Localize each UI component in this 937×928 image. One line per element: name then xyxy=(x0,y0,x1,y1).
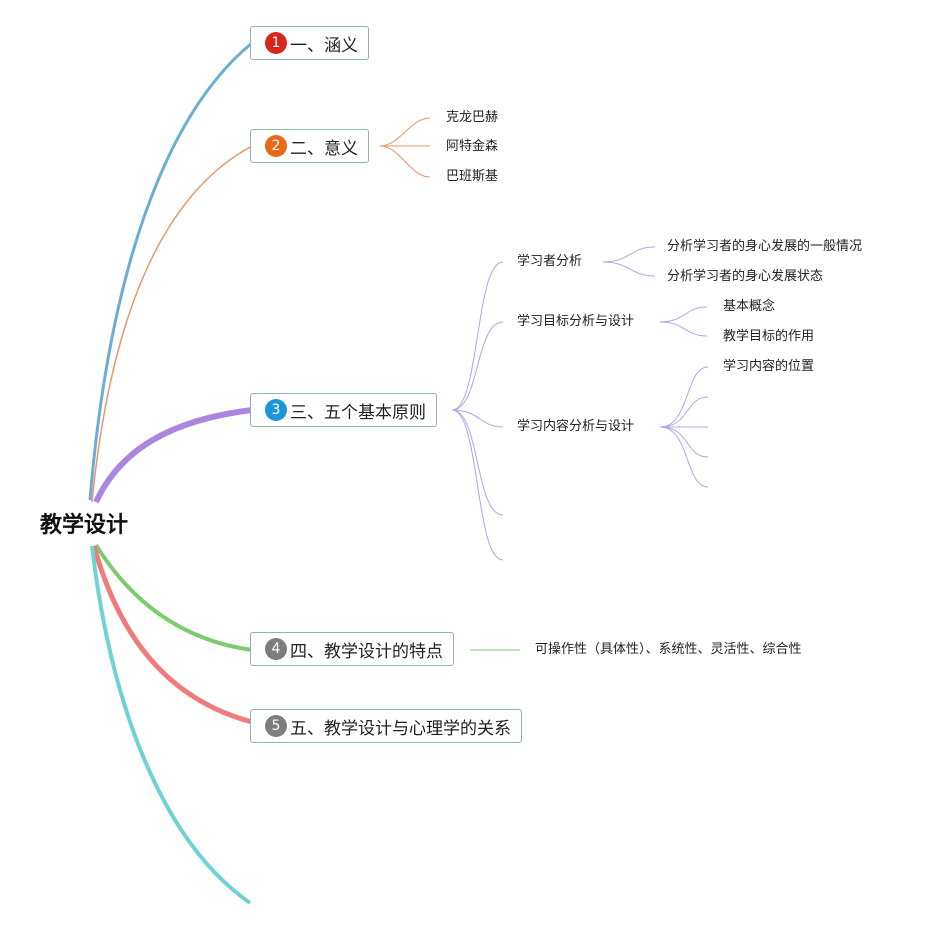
topic3-links xyxy=(451,246,709,561)
branch-line-6 xyxy=(90,545,252,905)
subtopic-objective-role[interactable]: 教学目标的作用 xyxy=(723,329,815,344)
number-badge-1: 1 xyxy=(265,32,287,54)
number-badge-4: 4 xyxy=(265,638,287,660)
topic-4-label: 四、教学设计的特点 xyxy=(290,641,443,662)
topic-3[interactable]: 3 三、五个基本原则 xyxy=(250,393,437,427)
number-badge-5: 5 xyxy=(265,715,287,737)
topic2-links xyxy=(379,117,431,178)
topic-2[interactable]: 2 二、意义 xyxy=(250,129,369,163)
topic-5[interactable]: 5 五、教学设计与心理学的关系 xyxy=(250,709,522,743)
subtopic-basic-concept[interactable]: 基本概念 xyxy=(723,299,776,314)
subtopic-atkinson[interactable]: 阿特金森 xyxy=(446,139,499,154)
subtopic-content-design[interactable]: 学习内容分析与设计 xyxy=(517,419,635,434)
topic-4[interactable]: 4 四、教学设计的特点 xyxy=(250,632,454,666)
topic-1[interactable]: 1 一、涵义 xyxy=(250,26,369,60)
root-topic[interactable]: 教学设计 xyxy=(40,513,129,538)
subtopic-cronbach[interactable]: 克龙巴赫 xyxy=(446,110,499,125)
topic-3-label: 三、五个基本原则 xyxy=(290,402,426,423)
subtopic-characteristics[interactable]: 可操作性（具体性）、系统性、灵活性、综合性 xyxy=(535,642,802,657)
subtopic-learner-analysis[interactable]: 学习者分析 xyxy=(517,254,583,269)
subtopic-learner-state[interactable]: 分析学习者的身心发展状态 xyxy=(667,269,824,284)
topic-5-label: 五、教学设计与心理学的关系 xyxy=(290,718,511,739)
topic-1-label: 一、涵义 xyxy=(290,35,358,56)
subtopic-learner-general[interactable]: 分析学习者的身心发展的一般情况 xyxy=(667,239,863,254)
branch-line-3 xyxy=(93,407,253,504)
branch-line-4 xyxy=(94,543,253,652)
number-badge-2: 2 xyxy=(265,135,287,157)
branch-line-1 xyxy=(88,41,253,501)
number-badge-3: 3 xyxy=(265,399,287,421)
branch-line-2 xyxy=(91,145,253,503)
subtopic-content-position[interactable]: 学习内容的位置 xyxy=(723,359,815,374)
subtopic-objective-design[interactable]: 学习目标分析与设计 xyxy=(517,314,635,329)
topic-2-label: 二、意义 xyxy=(290,138,358,159)
subtopic-babansky[interactable]: 巴班斯基 xyxy=(446,169,499,184)
branch-line-5 xyxy=(91,545,253,725)
